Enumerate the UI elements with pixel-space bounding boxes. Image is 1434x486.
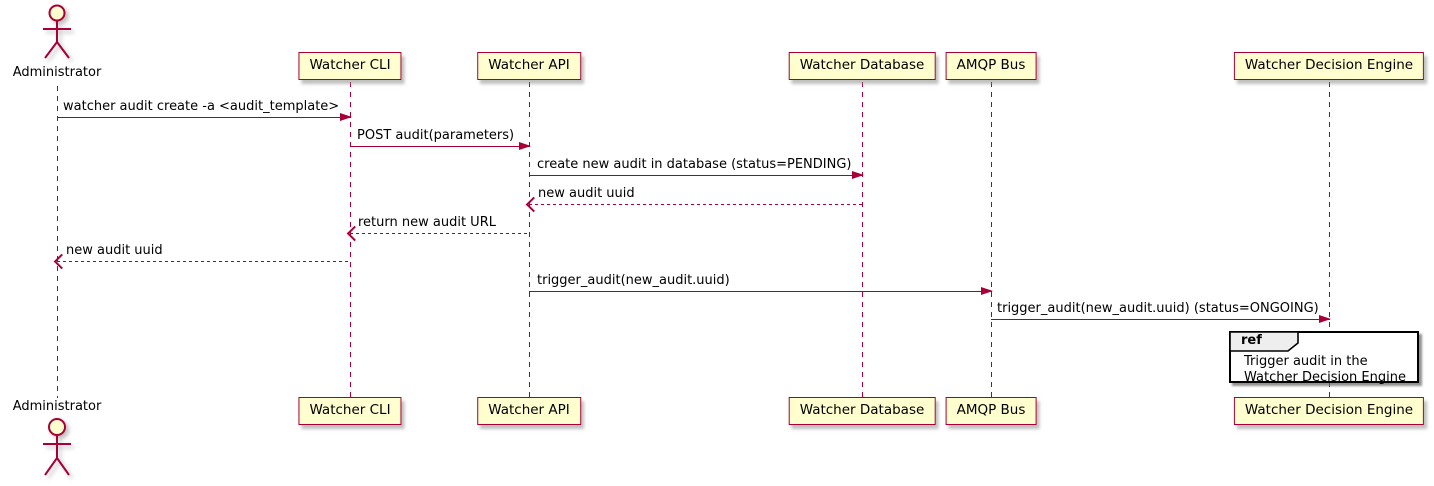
message-return-audit-url: return new audit URL — [346, 215, 530, 242]
message-arrow — [991, 315, 1331, 323]
participant-amqp-bus-top: AMQP Bus — [945, 52, 1037, 80]
participant-label: Watcher API — [488, 402, 570, 418]
participant-label: Watcher API — [488, 57, 570, 73]
participant-amqp-bus-bottom: AMQP Bus — [945, 397, 1037, 425]
actor-name-top: Administrator — [12, 65, 102, 80]
lifeline-watcher-decision-engine — [1329, 82, 1330, 397]
participant-watcher-decision-engine-top: Watcher Decision Engine — [1233, 52, 1425, 80]
actor-icon — [43, 418, 71, 476]
participant-watcher-database-bottom: Watcher Database — [788, 397, 936, 425]
arrowhead-right-icon — [519, 142, 531, 150]
message-label: create new audit in database (status=PEN… — [537, 157, 852, 172]
message-create-audit-db: create new audit in database (status=PEN… — [529, 157, 864, 179]
arrowhead-right-icon — [340, 113, 352, 121]
message-arrow — [529, 287, 993, 295]
participant-watcher-cli-bottom: Watcher CLI — [298, 397, 402, 425]
message-label: return new audit URL — [358, 215, 496, 230]
message-arrow — [57, 113, 352, 121]
message-arrow — [529, 171, 864, 179]
message-return-arrow — [53, 253, 351, 270]
message-post-audit: POST audit(parameters) — [350, 128, 531, 150]
message-trigger-audit-ongoing: trigger_audit(new_audit.uuid) (status=ON… — [991, 301, 1331, 323]
participant-watcher-decision-engine-bottom: Watcher Decision Engine — [1233, 397, 1425, 425]
lifeline-watcher-api — [529, 82, 530, 397]
participant-label: AMQP Bus — [956, 402, 1026, 418]
participant-label: Watcher Decision Engine — [1244, 57, 1414, 73]
message-label: watcher audit create -a <audit_template> — [63, 99, 340, 114]
lifeline-watcher-database — [862, 82, 863, 397]
participant-watcher-cli-top: Watcher CLI — [298, 52, 402, 80]
actor-icon — [43, 4, 71, 59]
participant-watcher-api-bottom: Watcher API — [477, 397, 581, 425]
message-label: new audit uuid — [66, 243, 163, 258]
arrowhead-right-icon — [1319, 315, 1331, 323]
lifeline-amqp-bus — [991, 82, 992, 397]
message-new-audit-uuid-cli: new audit uuid — [53, 243, 351, 270]
message-return-arrow — [346, 225, 530, 242]
message-label: new audit uuid — [538, 186, 635, 201]
participant-label: Watcher CLI — [309, 402, 391, 418]
lifeline-watcher-cli — [350, 82, 351, 397]
ref-fragment: ref Trigger audit in the Watcher Decisio… — [1229, 331, 1419, 385]
ref-tab-shape-icon — [1229, 331, 1299, 352]
participant-label: Watcher CLI — [309, 57, 391, 73]
message-trigger-audit: trigger_audit(new_audit.uuid) — [529, 273, 993, 295]
message-audit-create: watcher audit create -a <audit_template> — [57, 99, 352, 121]
participant-label: AMQP Bus — [956, 57, 1026, 73]
participant-watcher-api-top: Watcher API — [477, 52, 581, 80]
arrowhead-right-icon — [852, 171, 864, 179]
message-return-arrow — [525, 196, 863, 213]
actor-name-bottom: Administrator — [12, 399, 102, 414]
ref-keyword: ref — [1241, 333, 1262, 348]
participant-watcher-database-top: Watcher Database — [788, 52, 936, 80]
arrowhead-right-icon — [981, 287, 993, 295]
participant-label: Watcher Database — [799, 57, 925, 73]
ref-text-line: Trigger audit in the — [1244, 354, 1368, 369]
message-new-audit-uuid-db: new audit uuid — [525, 186, 863, 213]
message-label: trigger_audit(new_audit.uuid) (status=ON… — [997, 301, 1319, 316]
ref-text-line: Watcher Decision Engine — [1244, 370, 1406, 385]
message-label: trigger_audit(new_audit.uuid) — [537, 273, 730, 288]
participant-label: Watcher Decision Engine — [1244, 402, 1414, 418]
ref-tab: ref — [1229, 331, 1299, 352]
lifeline-administrator — [57, 86, 58, 398]
participant-label: Watcher Database — [799, 402, 925, 418]
message-arrow — [350, 142, 531, 150]
message-label: POST audit(parameters) — [357, 128, 515, 143]
